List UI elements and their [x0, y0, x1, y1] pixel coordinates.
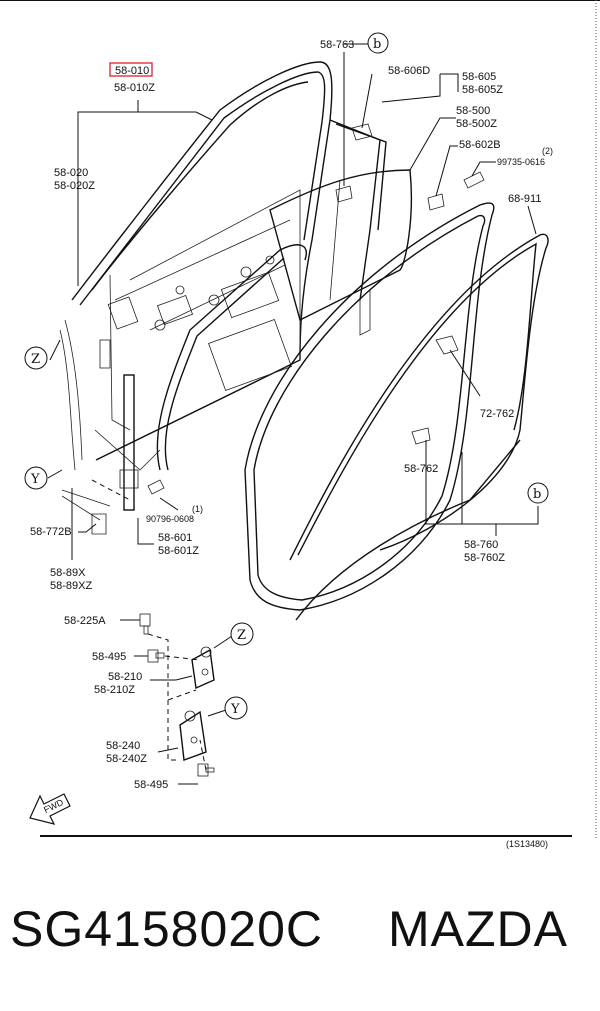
svg-text:Z: Z [31, 352, 40, 367]
label-58-225a: 58-225A [64, 615, 106, 627]
clip-58-763 [335, 185, 353, 203]
label-58-762: 58-762 [404, 463, 438, 475]
leader-90796 [159, 497, 179, 511]
leader-58-020 [77, 111, 213, 286]
leader-72-762 [449, 349, 481, 397]
leader-58-240 [157, 747, 179, 753]
callout-b-top: b [367, 32, 389, 54]
part-58-772b [91, 513, 107, 535]
weather-strip-inner [156, 244, 307, 471]
label-58-89xz: 58-89XZ [50, 580, 92, 592]
label-58-602b: 58-602B [459, 139, 501, 151]
leader-58-606d [361, 73, 373, 129]
weather-strip-inner-2 [164, 257, 285, 471]
regulator-rail [123, 374, 135, 511]
bolt-99735 [463, 171, 485, 189]
belt-molding [289, 233, 549, 621]
label-58-010z: 58-010Z [114, 82, 155, 94]
label-58-010-highlighted: 58-010 [115, 65, 149, 77]
leader-58-772b [78, 523, 97, 533]
callout-z-bottom: Z [230, 622, 254, 646]
brand-name: MAZDA [388, 901, 568, 957]
callout-y-top: Y [24, 466, 48, 490]
label-58-760: 58-760 [464, 539, 498, 551]
svg-text:b: b [373, 37, 381, 52]
label-58-763: 58-763 [320, 39, 354, 51]
label-58-240z: 58-240Z [106, 753, 147, 765]
dash-2 [164, 655, 201, 661]
label-58-495-lower: 58-495 [134, 779, 168, 791]
label-58-772b: 58-772B [30, 526, 72, 538]
leader-99735 [471, 161, 496, 177]
glass-run [329, 119, 381, 301]
leader-z-bottom [213, 635, 233, 649]
label-99735-0616: 99735-0616 [497, 157, 545, 167]
dash-1 [147, 633, 197, 701]
label-58-210: 58-210 [108, 671, 142, 683]
clip-58-762 [411, 427, 431, 445]
svg-text:Y: Y [230, 702, 240, 717]
label-58-020: 58-020 [54, 167, 88, 179]
label-58-606d: 58-606D [388, 65, 430, 77]
dash-3 [167, 700, 180, 761]
callout-z-top: Z [24, 346, 48, 370]
lower-hinge [179, 710, 207, 761]
leader-58-601 [137, 518, 154, 545]
leader-58-605b [381, 74, 441, 103]
leader-y-top [47, 469, 63, 479]
svg-text:b: b [533, 487, 541, 502]
label-58-020z: 58-020Z [54, 180, 95, 192]
label-58-210z: 58-210Z [94, 684, 135, 696]
leader-58-602b [435, 145, 458, 197]
label-qty-1: (1) [192, 504, 203, 514]
leader-58-605 [440, 73, 459, 92]
part-58-89x [61, 489, 111, 521]
upper-hinge [191, 646, 215, 690]
bolt-90796 [147, 479, 165, 495]
highlight-box [109, 62, 153, 77]
leader-58-210 [150, 675, 193, 681]
bolt-58-225a [139, 613, 151, 635]
leader-58-500 [409, 117, 456, 171]
label-90796-0608: 90796-0608 [146, 514, 194, 524]
svg-text:Z: Z [237, 628, 246, 643]
label-58-240: 58-240 [106, 740, 140, 752]
door-frame [59, 61, 333, 471]
label-58-601: 58-601 [158, 532, 192, 544]
leader-y-bottom [207, 709, 227, 717]
callout-b-bottom: b [527, 482, 549, 504]
label-58-605z: 58-605Z [462, 84, 503, 96]
part-number: SG4158020C [10, 901, 324, 957]
svg-text:Y: Y [30, 472, 40, 487]
regulator-bracket [119, 469, 139, 489]
dash-5 [91, 479, 131, 501]
label-68-911: 68-911 [508, 193, 541, 205]
outer-weatherstrip [244, 202, 495, 611]
leader-z-top [49, 339, 61, 361]
label-58-601z: 58-601Z [158, 545, 199, 557]
label-58-760z: 58-760Z [464, 552, 505, 564]
label-reference: (1S13480) [506, 839, 548, 849]
label-58-500z: 58-500Z [456, 118, 497, 130]
label-58-89x: 58-89X [50, 567, 86, 579]
label-qty-2: (2) [542, 146, 553, 156]
leader-68-911 [527, 205, 537, 235]
label-58-495-upper: 58-495 [92, 651, 126, 663]
fwd-arrow-icon: FWD [29, 793, 71, 825]
clip-72-762 [435, 335, 459, 355]
leader-58-762 [425, 470, 462, 525]
clip-58-602b [427, 193, 445, 211]
bolt-58-495-a [147, 649, 165, 663]
leader-b-bottom [461, 456, 539, 525]
label-58-500: 58-500 [456, 105, 490, 117]
label-72-762: 72-762 [480, 408, 514, 420]
callout-y-bottom: Y [224, 696, 248, 720]
label-58-605: 58-605 [462, 71, 496, 83]
